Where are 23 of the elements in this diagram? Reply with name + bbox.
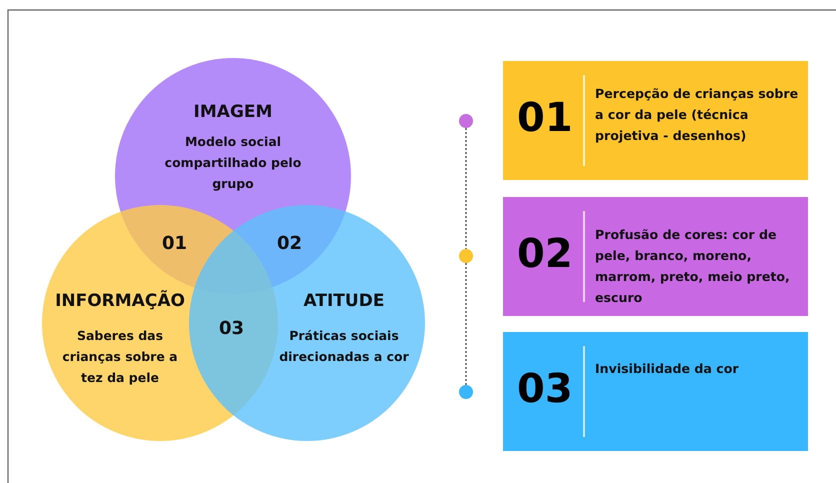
step-text: Invisibilidade da cor: [595, 360, 740, 378]
overlap-number: 03: [219, 318, 244, 339]
circle-text: Saberes das crianças sobre a tez da pele: [61, 327, 179, 387]
timeline-dot: [459, 385, 473, 399]
step-number: 01: [517, 94, 573, 140]
step-text: Percepção de crianças sobre a cor da pele (técnica projetiva - desenhos): [595, 85, 799, 145]
circle-title: ATITUDE: [302, 291, 386, 311]
step-number: 03: [517, 366, 573, 412]
circle-title: INFORMAÇÃO: [54, 291, 186, 311]
overlap-number: 01: [162, 233, 188, 254]
timeline-card: [503, 332, 808, 451]
timeline-card: [503, 61, 808, 180]
circle-text: Modelo social compartilhado pelo grupo: [164, 133, 302, 193]
dotted-connector: [465, 263, 467, 385]
step-number: 02: [517, 230, 573, 276]
circle-title: IMAGEM: [192, 102, 274, 122]
step-text: Profusão de cores: cor de pele, branco, moreno, marrom, preto, meio preto, escuro: [595, 226, 791, 307]
circle-text: Práticas sociais direcionadas a cor: [278, 327, 410, 366]
timeline-dot: [459, 114, 473, 128]
timeline-dot: [459, 249, 473, 263]
timeline-card: [503, 197, 808, 316]
dotted-connector: [465, 128, 467, 249]
overlap-number: 02: [277, 233, 302, 254]
